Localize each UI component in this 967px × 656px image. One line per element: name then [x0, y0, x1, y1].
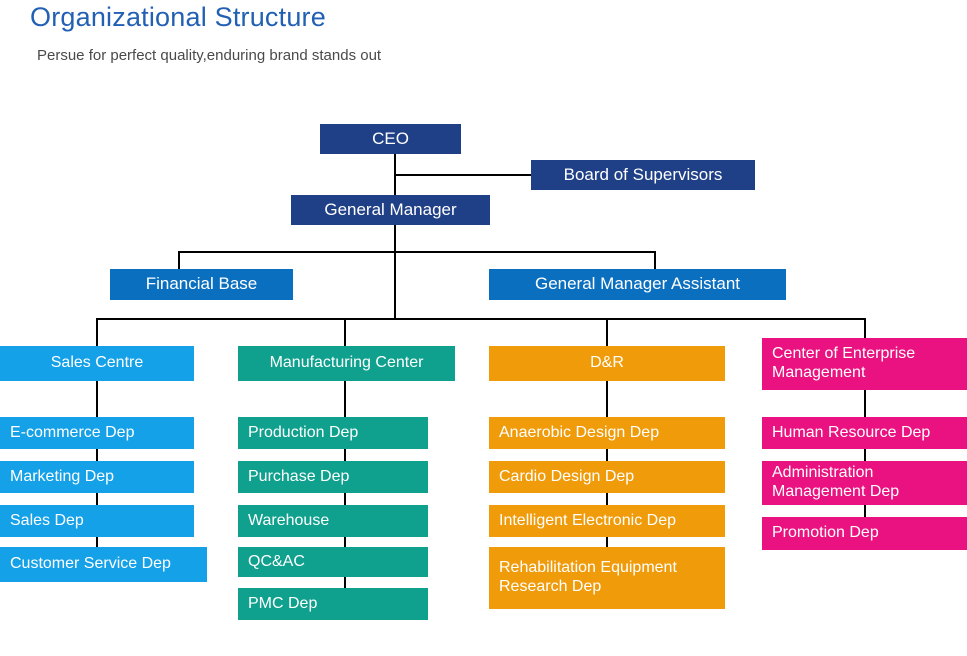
- node-administration-management-dep-label: Administration Management Dep: [772, 464, 900, 500]
- node-general-manager-assistant-label: General Manager Assistant: [534, 274, 741, 294]
- node-warehouse-label: Warehouse: [248, 511, 330, 529]
- node-e-commerce-dep-label: E-commerce Dep: [10, 423, 135, 441]
- node-manufacturing-center-label: Manufacturing Center: [269, 354, 424, 372]
- connector-spine-manufacturing-3: [344, 493, 346, 505]
- connector-spine-manufacturing-2: [344, 449, 346, 461]
- node-rehabilitation-equipment-research-dep-label: Rehabilitation Equipment Research Dep: [499, 559, 677, 595]
- node-sales-dep[interactable]: Sales Dep: [0, 505, 194, 537]
- node-promotion-dep[interactable]: Promotion Dep: [762, 517, 967, 550]
- connector-gm-branch-bar: [178, 251, 656, 253]
- connector-spine-manufacturing-4: [344, 537, 346, 547]
- node-marketing-dep-label: Marketing Dep: [10, 467, 115, 485]
- node-intelligent-electronic-dep[interactable]: Intelligent Electronic Dep: [489, 505, 725, 537]
- connector-spine-dr-3: [606, 493, 608, 505]
- connector-spine-sales-centre: [96, 381, 98, 417]
- node-rehabilitation-equipment-research-dep[interactable]: Rehabilitation Equipment Research Dep: [489, 547, 725, 609]
- node-warehouse[interactable]: Warehouse: [238, 505, 428, 537]
- node-qc-and-ac[interactable]: QC&AC: [238, 547, 428, 577]
- node-manufacturing-center[interactable]: Manufacturing Center: [238, 346, 455, 381]
- node-general-manager[interactable]: General Manager: [291, 195, 490, 225]
- connector-drop-d-and-r: [606, 318, 608, 346]
- node-cardio-design-dep-label: Cardio Design Dep: [499, 467, 635, 485]
- node-e-commerce-dep[interactable]: E-commerce Dep: [0, 417, 194, 449]
- connector-drop-financial-base: [178, 251, 180, 269]
- node-general-manager-assistant[interactable]: General Manager Assistant: [489, 269, 786, 300]
- node-marketing-dep[interactable]: Marketing Dep: [0, 461, 194, 493]
- node-production-dep-label: Production Dep: [248, 423, 359, 441]
- node-sales-centre-label: Sales Centre: [50, 354, 144, 372]
- node-board-of-supervisors[interactable]: Board of Supervisors: [531, 160, 755, 190]
- connector-spine-dr-2: [606, 449, 608, 461]
- node-purchase-dep-label: Purchase Dep: [248, 467, 350, 485]
- connector-drop-gm-assistant: [654, 251, 656, 269]
- connector-spine-dr-1: [606, 381, 608, 417]
- node-ceo[interactable]: CEO: [320, 124, 461, 154]
- connector-spine-cem-1: [864, 390, 866, 417]
- connector-drop-sales-centre: [96, 318, 98, 346]
- node-production-dep[interactable]: Production Dep: [238, 417, 428, 449]
- node-human-resource-dep[interactable]: Human Resource Dep: [762, 417, 967, 449]
- connector-drop-center-of-enterprise-management: [864, 318, 866, 338]
- node-cardio-design-dep[interactable]: Cardio Design Dep: [489, 461, 725, 493]
- node-d-and-r[interactable]: D&R: [489, 346, 725, 381]
- node-d-and-r-label: D&R: [590, 354, 624, 372]
- connector-spine-cem-2: [864, 449, 866, 461]
- node-qc-and-ac-label: QC&AC: [248, 552, 305, 570]
- connector-spine-dr-4: [606, 537, 608, 547]
- connector-ceo-to-board: [394, 174, 532, 176]
- node-general-manager-label: General Manager: [324, 199, 457, 219]
- node-intelligent-electronic-dep-label: Intelligent Electronic Dep: [499, 511, 676, 529]
- node-administration-management-dep[interactable]: Administration Management Dep: [762, 461, 967, 505]
- node-center-of-enterprise-management-label: Center of Enterprise Management: [772, 345, 916, 381]
- node-anaerobic-design-dep-label: Anaerobic Design Dep: [499, 423, 660, 441]
- node-financial-base-label: Financial Base: [145, 274, 258, 294]
- connector-spine-cem-3: [864, 505, 866, 517]
- node-ceo-label: CEO: [372, 128, 409, 148]
- connector-spine-manufacturing-5: [344, 577, 346, 588]
- node-sales-dep-label: Sales Dep: [10, 511, 84, 529]
- node-promotion-dep-label: Promotion Dep: [772, 524, 879, 542]
- connector-gm-trunk: [394, 225, 396, 319]
- node-human-resource-dep-label: Human Resource Dep: [772, 423, 931, 441]
- node-sales-centre[interactable]: Sales Centre: [0, 346, 194, 381]
- node-customer-service-dep[interactable]: Customer Service Dep: [0, 547, 207, 582]
- node-center-of-enterprise-management[interactable]: Center of Enterprise Management: [762, 338, 967, 390]
- connector-spine-sales-centre-2: [96, 449, 98, 461]
- node-board-of-supervisors-label: Board of Supervisors: [563, 164, 723, 184]
- connector-spine-sales-centre-3: [96, 493, 98, 505]
- node-pmc-dep[interactable]: PMC Dep: [238, 588, 428, 620]
- page-subtitle: Persue for perfect quality,enduring bran…: [37, 47, 382, 64]
- page-title: Organizational Structure: [30, 2, 326, 32]
- node-financial-base[interactable]: Financial Base: [110, 269, 293, 300]
- node-customer-service-dep-label: Customer Service Dep: [10, 555, 171, 573]
- connector-drop-manufacturing-center: [344, 318, 346, 346]
- node-purchase-dep[interactable]: Purchase Dep: [238, 461, 428, 493]
- node-anaerobic-design-dep[interactable]: Anaerobic Design Dep: [489, 417, 725, 449]
- connector-spine-manufacturing-1: [344, 381, 346, 417]
- connector-spine-sales-centre-4: [96, 537, 98, 547]
- connector-centres-bar: [96, 318, 866, 320]
- node-pmc-dep-label: PMC Dep: [248, 594, 318, 612]
